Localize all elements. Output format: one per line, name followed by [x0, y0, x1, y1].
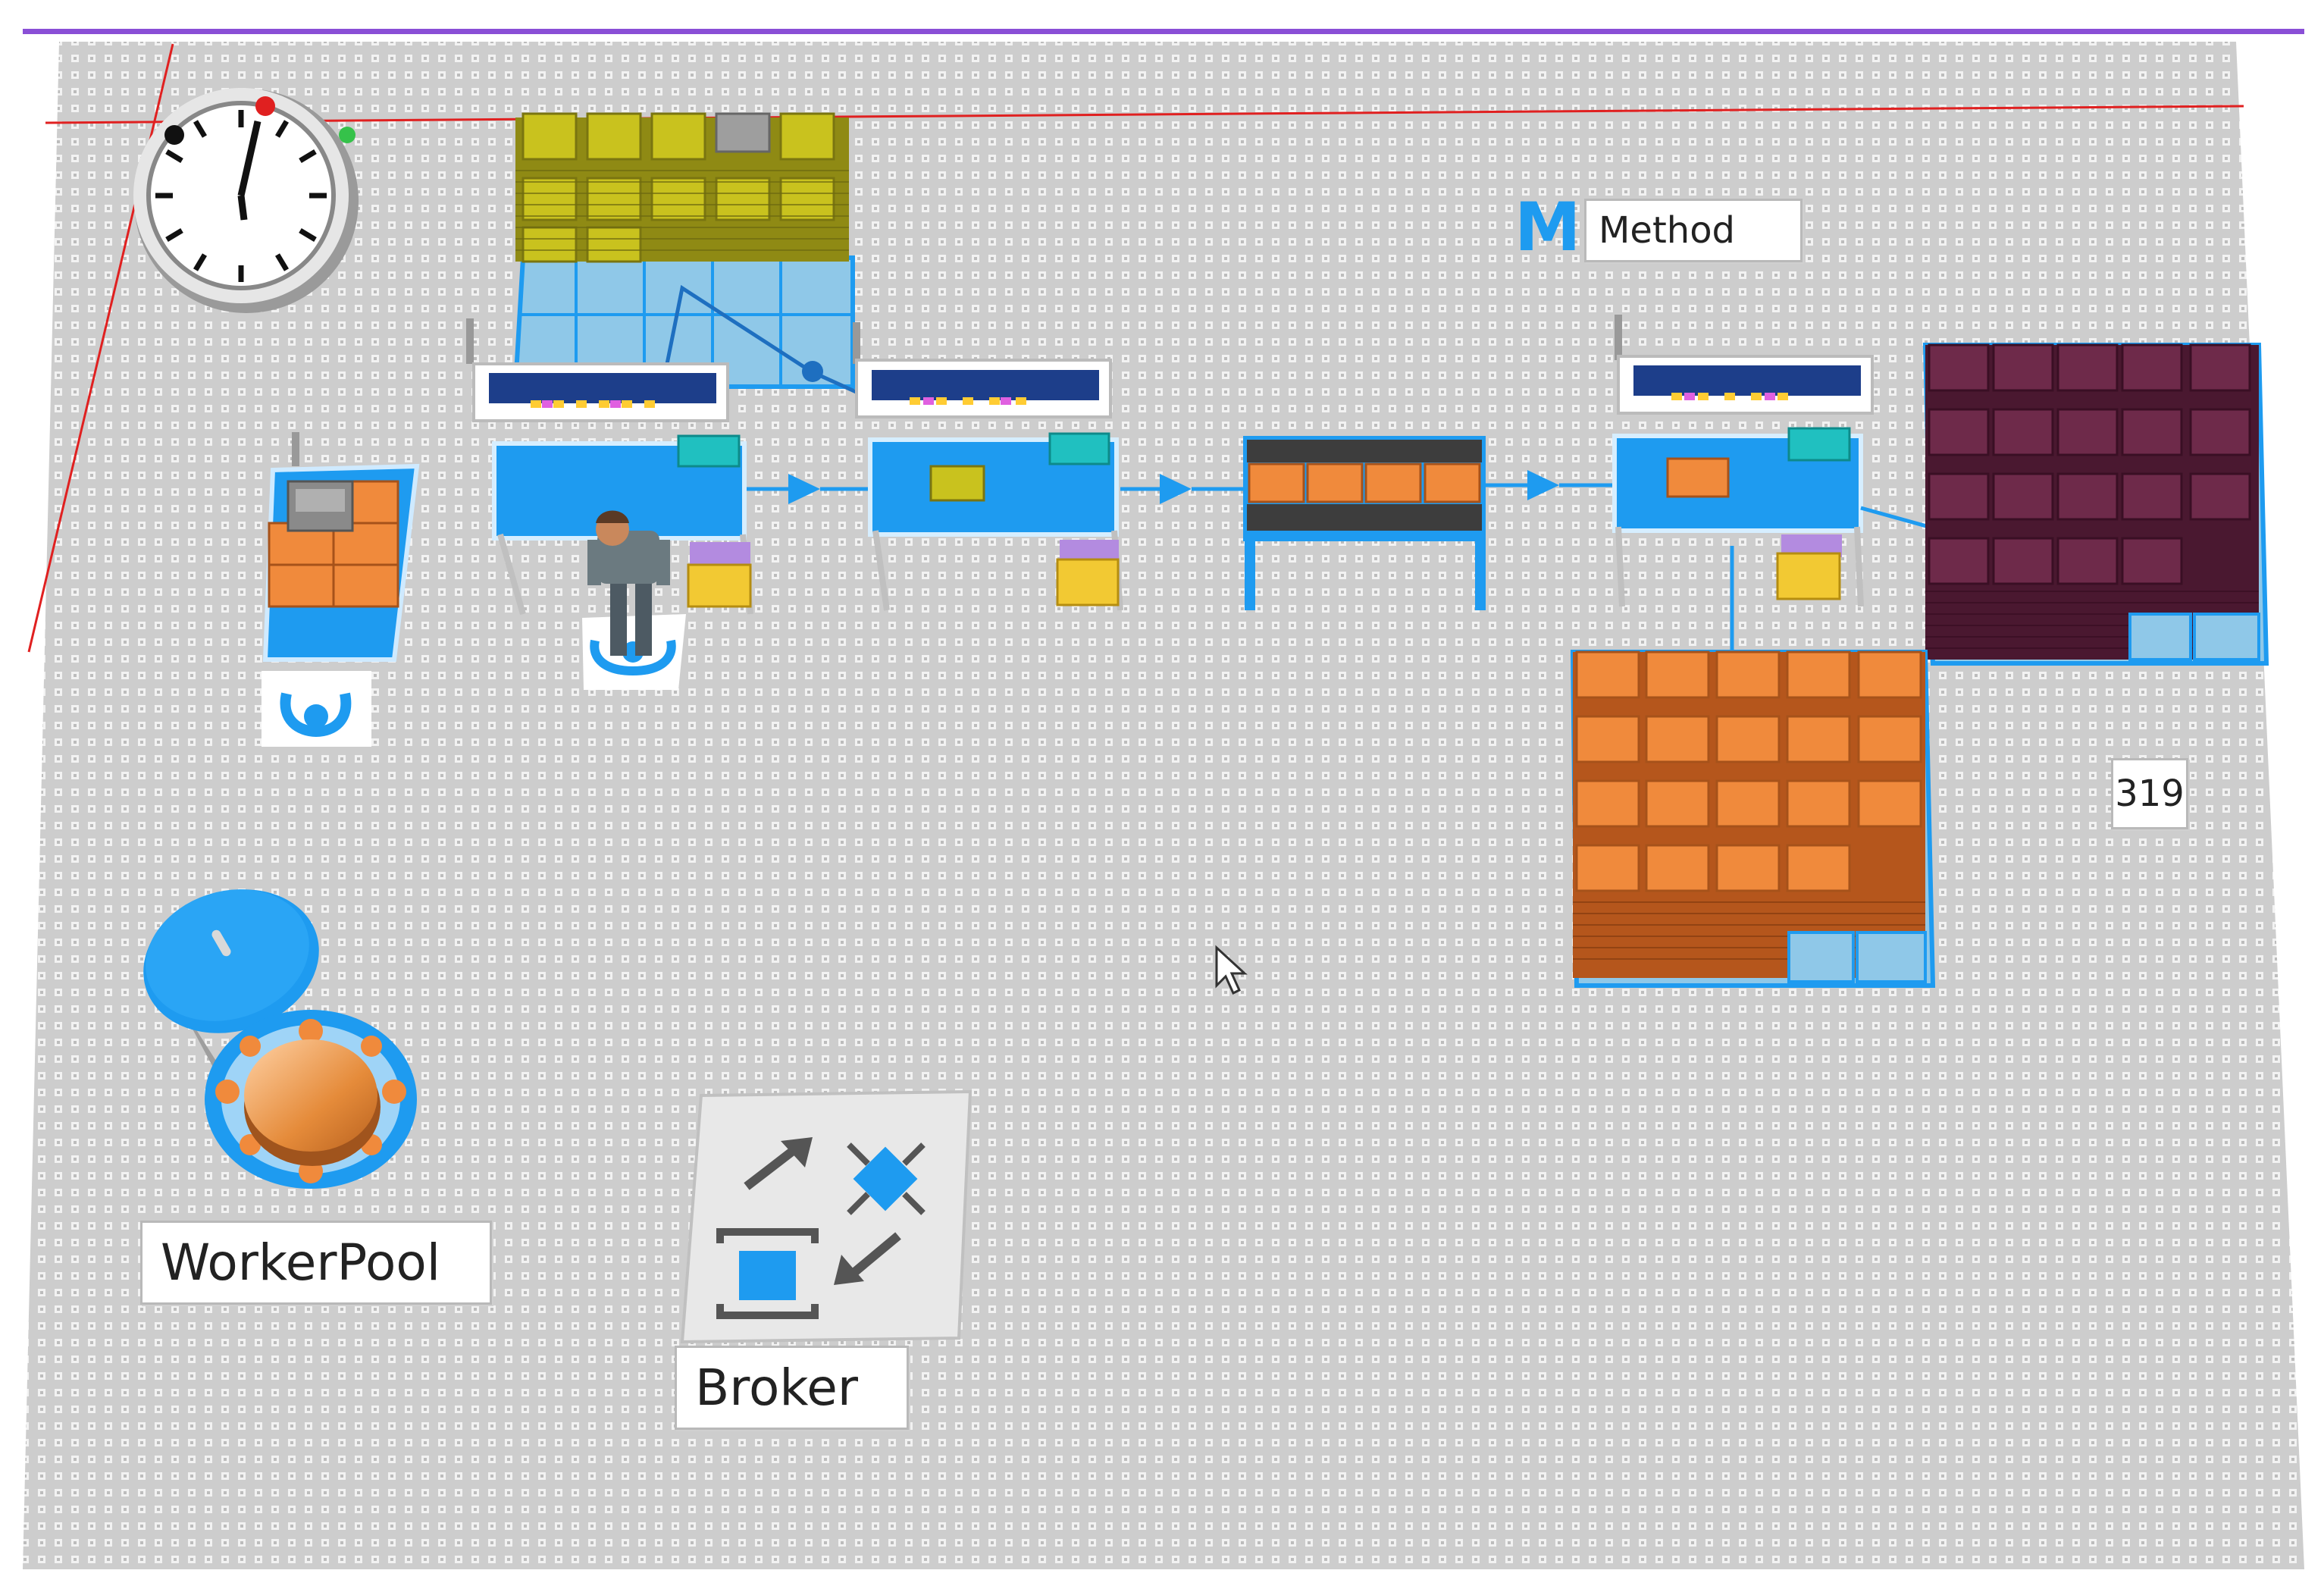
broker-icon[interactable] — [680, 1089, 973, 1344]
broker-label[interactable]: Broker — [675, 1346, 909, 1430]
axis-x-line — [45, 105, 2244, 124]
svg-text:M: M — [1514, 188, 1581, 266]
method-icon[interactable]: M — [1514, 188, 1581, 266]
clock-icon[interactable] — [133, 88, 359, 313]
connector-line-buffer — [665, 284, 896, 412]
connector-line-purple — [1860, 506, 1930, 529]
flow-connector-3 — [1486, 470, 1615, 500]
worker-pool-label-text: WorkerPool — [161, 1233, 441, 1292]
drain-buffer-purple[interactable] — [1922, 343, 2269, 666]
worker-figure[interactable] — [582, 510, 686, 691]
source-box-stack[interactable] — [262, 432, 420, 747]
counter-display[interactable]: 319 — [2111, 758, 2188, 829]
drain-buffer-orange[interactable] — [1570, 650, 1936, 988]
floor-grid-fine — [23, 42, 2304, 1569]
broker-label-text: Broker — [695, 1359, 858, 1417]
worker-pool-icon[interactable] — [124, 867, 417, 1189]
method-label-text: Method — [1599, 209, 1736, 252]
connector-node — [802, 361, 823, 382]
workstation-3[interactable] — [1612, 315, 1874, 607]
workstation-2[interactable] — [853, 322, 1123, 611]
flow-connector-1 — [747, 474, 872, 504]
flow-connector-2 — [1120, 474, 1243, 504]
mouse-cursor-icon — [1215, 945, 1248, 995]
worker-pool-label[interactable]: WorkerPool — [140, 1221, 492, 1305]
counter-value: 319 — [2115, 773, 2185, 815]
window-accent-line — [23, 29, 2304, 34]
conveyor-line[interactable] — [1243, 436, 1486, 610]
method-label[interactable]: Method — [1584, 199, 1803, 262]
parts-buffer-yellow[interactable] — [512, 112, 855, 389]
